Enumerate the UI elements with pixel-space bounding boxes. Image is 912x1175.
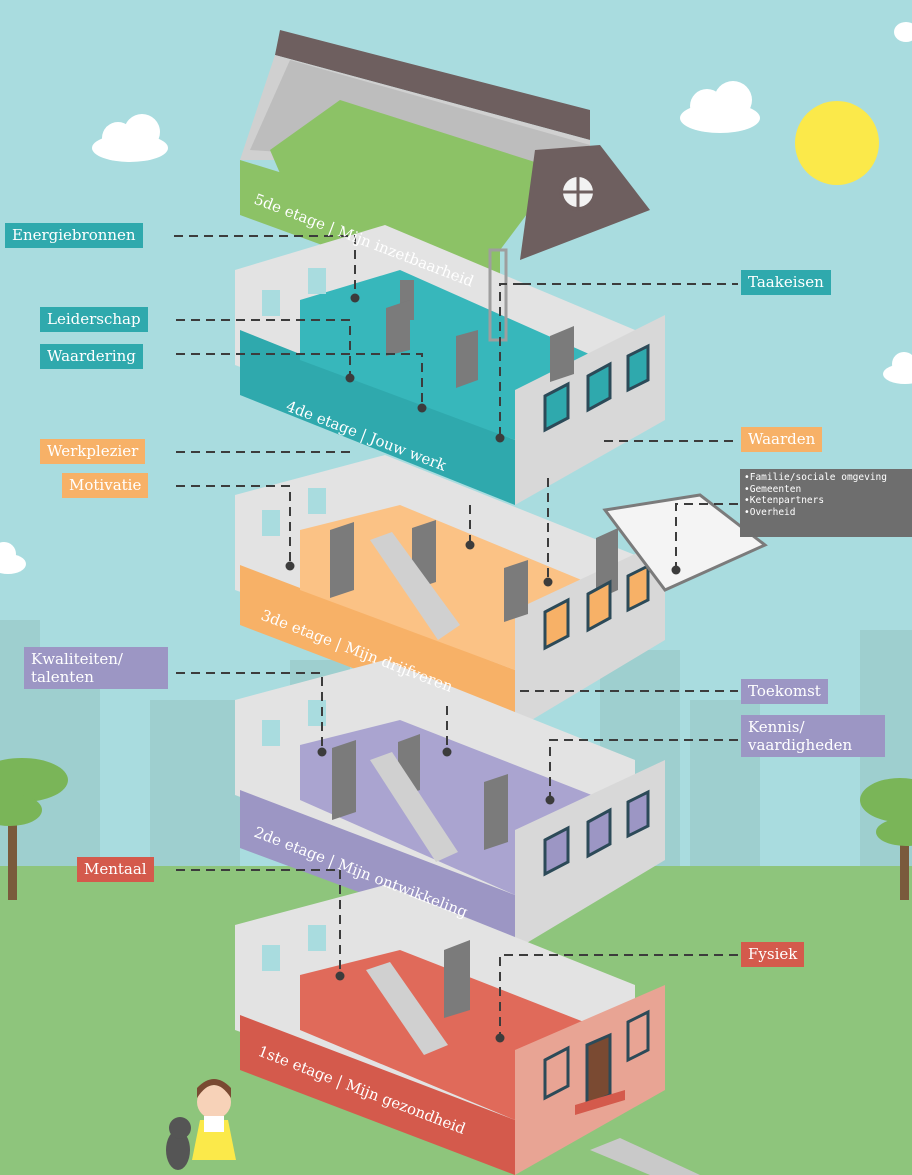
label-werkplezier: Werkplezier <box>40 439 146 464</box>
door-icon <box>585 1032 612 1108</box>
external-factor-item: •Overheid <box>744 506 796 518</box>
cloud-icon <box>92 114 168 162</box>
label-leiderschap: Leiderschap <box>40 307 148 332</box>
stairs-icon <box>366 962 448 1055</box>
sun-icon <box>795 101 879 185</box>
window-icon <box>543 563 650 651</box>
roof <box>240 30 650 310</box>
label-kwaliteiten-talenten: Kwaliteiten/ talenten <box>24 647 168 689</box>
tree-icon <box>860 778 912 900</box>
connector-lines <box>174 235 738 1038</box>
label-motivatie: Motivatie <box>62 473 149 498</box>
balcony-icon <box>602 493 768 592</box>
cat-icon <box>166 1117 191 1170</box>
label-waarden: Waarden <box>741 427 823 452</box>
girl-icon <box>192 1079 236 1160</box>
cloud-icon <box>883 352 912 384</box>
connector-dots <box>285 293 681 1043</box>
cloud-icon <box>680 81 760 133</box>
label-fysiek: Fysiek <box>741 942 805 967</box>
external-factor-item: •Familie/sociale omgeving <box>744 472 887 483</box>
stairs-icon <box>370 532 460 640</box>
floor-4-block <box>235 225 665 505</box>
floor-1-block <box>235 885 665 1175</box>
label-kennis-vaardigheden: Kennis/ vaardigheden <box>741 715 885 757</box>
external-factor-item: •Gemeenten <box>744 483 802 495</box>
label-waardering: Waardering <box>40 344 143 369</box>
ladder-icon <box>488 248 508 342</box>
window-icon <box>543 1009 650 1101</box>
stairs-icon <box>370 752 458 862</box>
external-factor-item: •Ketenpartners <box>744 495 825 506</box>
label-mentaal: Mentaal <box>77 857 154 882</box>
label-energiebronnen: Energiebronnen <box>5 223 143 248</box>
label-taakeisen: Taakeisen <box>741 270 831 295</box>
tree-icon <box>0 758 68 900</box>
label-toekomst: Toekomst <box>741 679 828 704</box>
cloud-icon <box>0 542 26 574</box>
cloud-icon <box>894 22 912 42</box>
window-icon <box>543 343 650 433</box>
window-icon <box>543 789 650 877</box>
external-factors-box: •Familie/sociale omgeving •Gemeenten •Ke… <box>740 469 912 537</box>
